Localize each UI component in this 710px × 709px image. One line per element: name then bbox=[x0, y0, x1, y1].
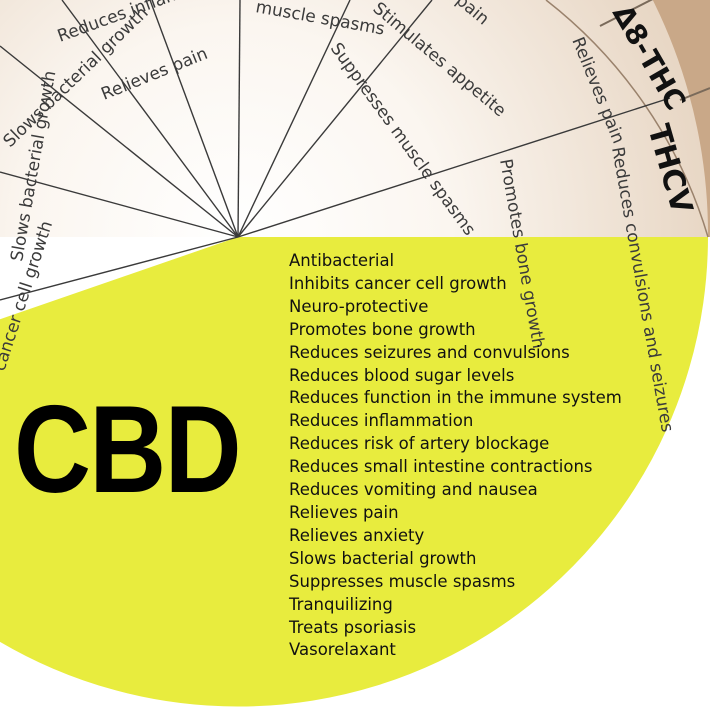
spoke bbox=[0, 45, 239, 238]
cbd-effect: Slows bacterial growth bbox=[289, 548, 477, 568]
spoke bbox=[0, 171, 239, 238]
spokes bbox=[0, 0, 671, 301]
cbd-effects-list: Antibacterial Inhibits cancer cell growt… bbox=[289, 250, 622, 662]
cbd-effect: Promotes bone growth bbox=[289, 319, 476, 339]
cbd-effect: Reduces seizures and convulsions bbox=[289, 342, 570, 362]
cbd-title: CBD bbox=[14, 381, 242, 519]
cbd-effect: Suppresses muscle spasms bbox=[289, 571, 516, 591]
cbd-effect: Reduces vomiting and nausea bbox=[289, 480, 538, 500]
cbd-effect: Treats psoriasis bbox=[289, 617, 417, 637]
cbd-effect: Reduces small intestine contractions bbox=[289, 457, 593, 477]
slices-area-left bbox=[0, 0, 238, 237]
spoke bbox=[237, 97, 671, 238]
spoke bbox=[237, 0, 241, 238]
spoke bbox=[149, 0, 239, 238]
cbd-effect: Relieves pain bbox=[289, 502, 399, 522]
spoke bbox=[0, 236, 239, 301]
spoke bbox=[237, 0, 351, 238]
ring-divider-lower bbox=[679, 87, 710, 101]
cbd-slice bbox=[0, 237, 708, 707]
cbd-effect: Reduces inflammation bbox=[289, 411, 474, 431]
cbd-effect: Vasorelaxant bbox=[289, 640, 396, 660]
cbd-effect: Relieves anxiety bbox=[289, 525, 425, 545]
cbd-effect: Reduces blood sugar levels bbox=[289, 365, 515, 385]
cbd-effect: Reduces function in the immune system bbox=[289, 388, 622, 408]
cbd-effect: Reduces risk of artery blockage bbox=[289, 434, 550, 454]
cbd-effect: Inhibits cancer cell growth bbox=[289, 273, 507, 293]
cbd-effect: Neuro-protective bbox=[289, 296, 429, 316]
ring-divider-upper bbox=[599, 0, 654, 27]
spoke bbox=[237, 0, 433, 238]
cbd-effect: Antibacterial bbox=[289, 251, 395, 270]
spoke bbox=[61, 0, 239, 238]
cbd-effect: Tranquilizing bbox=[289, 594, 393, 614]
